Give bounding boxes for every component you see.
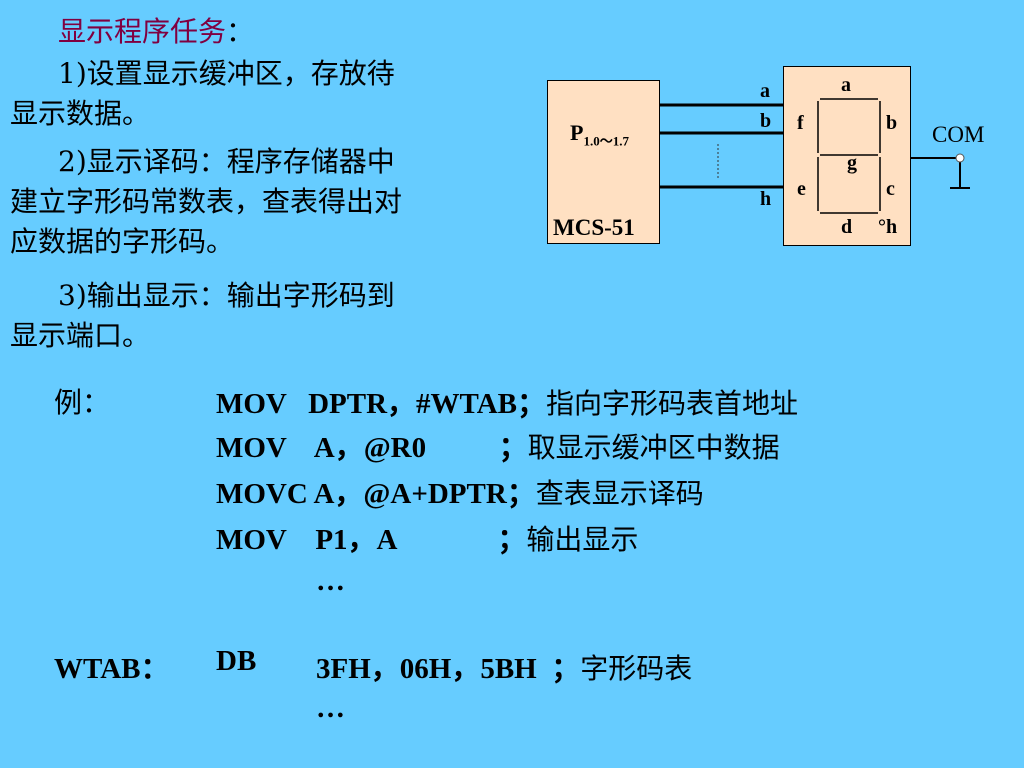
step-1-line-2: 显示数据。: [10, 97, 151, 130]
ellipsis-2: …: [316, 692, 345, 724]
wire-label-a: a: [760, 80, 770, 102]
wire-label-b: b: [760, 110, 772, 132]
title-colon: ：: [226, 15, 255, 48]
code-line-1-instr: MOV DPTR，#WTAB；: [216, 388, 547, 420]
code-line-1-comment: 指向字形码表首地址: [546, 387, 799, 420]
example-label: 例：: [54, 386, 111, 419]
table-comment: 字形码表: [580, 652, 693, 685]
code-line-3: MOVC A，@A+DPTR；查表显示译码: [216, 470, 704, 512]
segment-label-b: b: [886, 112, 898, 134]
table-label: WTAB：: [54, 653, 170, 685]
table-directive: DB: [216, 645, 257, 677]
step-1-line-1: 1)设置显示缓冲区，存放待: [58, 57, 395, 90]
segment-label-e: e: [797, 178, 806, 200]
com-wire: [911, 157, 961, 188]
table-values: 3FH，06H，5BH ；: [316, 653, 581, 685]
segment-label-d: d: [841, 216, 853, 238]
step-3-line-2: 显示端口。: [10, 319, 151, 352]
seven-seg-box: [783, 66, 911, 246]
code-line-3-comment: 查表显示译码: [535, 477, 704, 510]
code-line-1: MOV DPTR，#WTAB；指向字形码表首地址: [216, 380, 798, 422]
step-2-line-1: 2)显示译码：程序存储器中: [58, 145, 395, 178]
table-line: 3FH，06H，5BH ；字形码表: [316, 645, 692, 687]
mcu-box: [547, 80, 660, 244]
mcu-port-sub: 1.0～1.7: [583, 133, 629, 149]
step-2-line-3: 应数据的字形码。: [10, 225, 235, 258]
code-line-2: MOV A，@R0 ；取显示缓冲区中数据: [216, 424, 780, 466]
segment-label-a: a: [841, 74, 851, 96]
com-label: COM: [932, 122, 985, 147]
mcu-name: MCS-51: [553, 215, 635, 240]
segment-label-c: c: [886, 178, 895, 200]
segment-label-g: g: [847, 152, 857, 174]
com-node: [955, 153, 965, 163]
step-2-line-2: 建立字形码常数表，查表得出对: [10, 185, 403, 218]
mcu-port-main: P: [570, 120, 584, 145]
code-line-4: MOV P1，A ；输出显示: [216, 516, 638, 558]
code-line-2-instr: MOV A，@R0 ；: [216, 432, 528, 464]
mcu-port-label: P1.0～1.7: [570, 120, 629, 149]
title-text: 显示程序任务: [58, 15, 227, 48]
ellipsis-1: …: [316, 565, 345, 597]
page-title: 显示程序任务：: [58, 10, 254, 50]
code-line-4-instr: MOV P1，A ；: [216, 524, 527, 556]
wire-label-h: h: [760, 188, 772, 210]
segment-label-h: °h: [878, 216, 898, 238]
code-line-2-comment: 取显示缓冲区中数据: [527, 431, 780, 464]
step-3-line-1: 3)输出显示：输出字形码到: [58, 279, 395, 312]
code-line-3-instr: MOVC A，@A+DPTR；: [216, 478, 536, 510]
segment-label-f: f: [797, 112, 804, 134]
code-line-4-comment: 输出显示: [526, 523, 639, 556]
